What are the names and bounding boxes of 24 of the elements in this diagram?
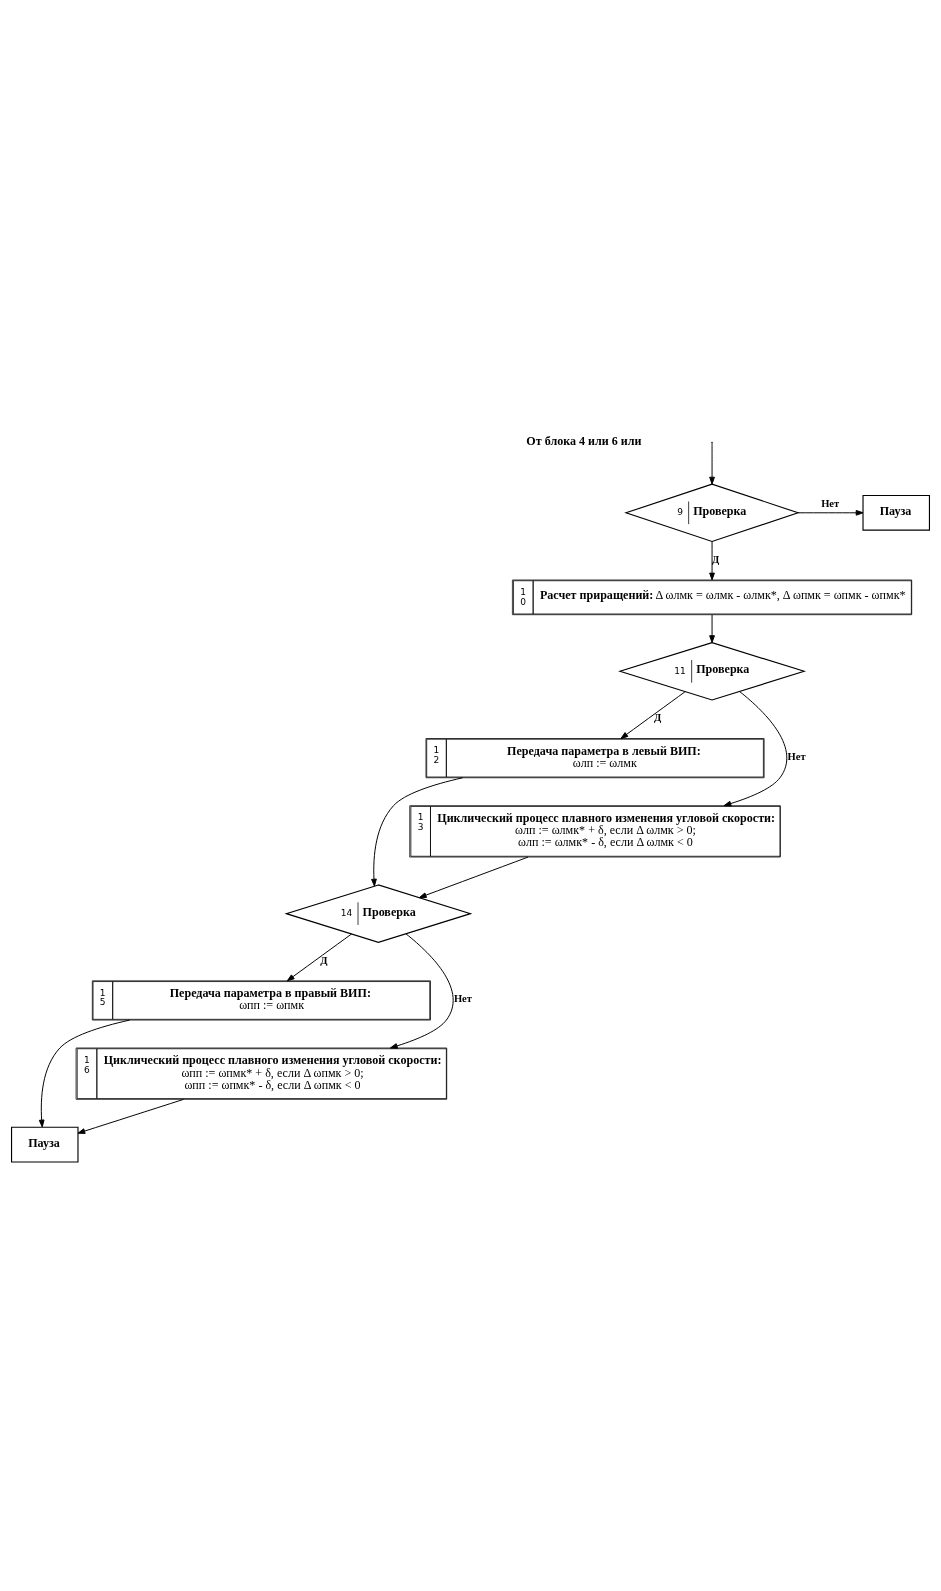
edge-label: Д [712, 553, 720, 565]
node-diamond: 14 Проверка [284, 884, 473, 943]
arrow [797, 509, 864, 516]
arrow [418, 856, 529, 899]
arrow [38, 1019, 131, 1128]
edge-label: Нет [453, 993, 472, 1005]
node-box: Пауза [862, 494, 930, 531]
arrow [723, 691, 788, 807]
node-diamond: 11 Проверка [618, 642, 807, 701]
node-diamond: 9 Проверка [624, 483, 800, 543]
arrow [371, 777, 464, 887]
edge-label: Нет [821, 497, 840, 509]
arrow [709, 442, 715, 485]
arrow [286, 933, 353, 982]
node-box: Пауза [11, 1126, 79, 1163]
arrow [389, 933, 454, 1049]
label: От блока 4 или 6 или [526, 433, 642, 448]
edge-label: Д [653, 712, 662, 724]
edge-label: Нет [787, 751, 806, 763]
arrow [709, 614, 715, 643]
arrow [77, 1098, 184, 1134]
arrow [709, 541, 715, 581]
edge-label: Д [320, 954, 328, 966]
arrow [620, 691, 686, 739]
